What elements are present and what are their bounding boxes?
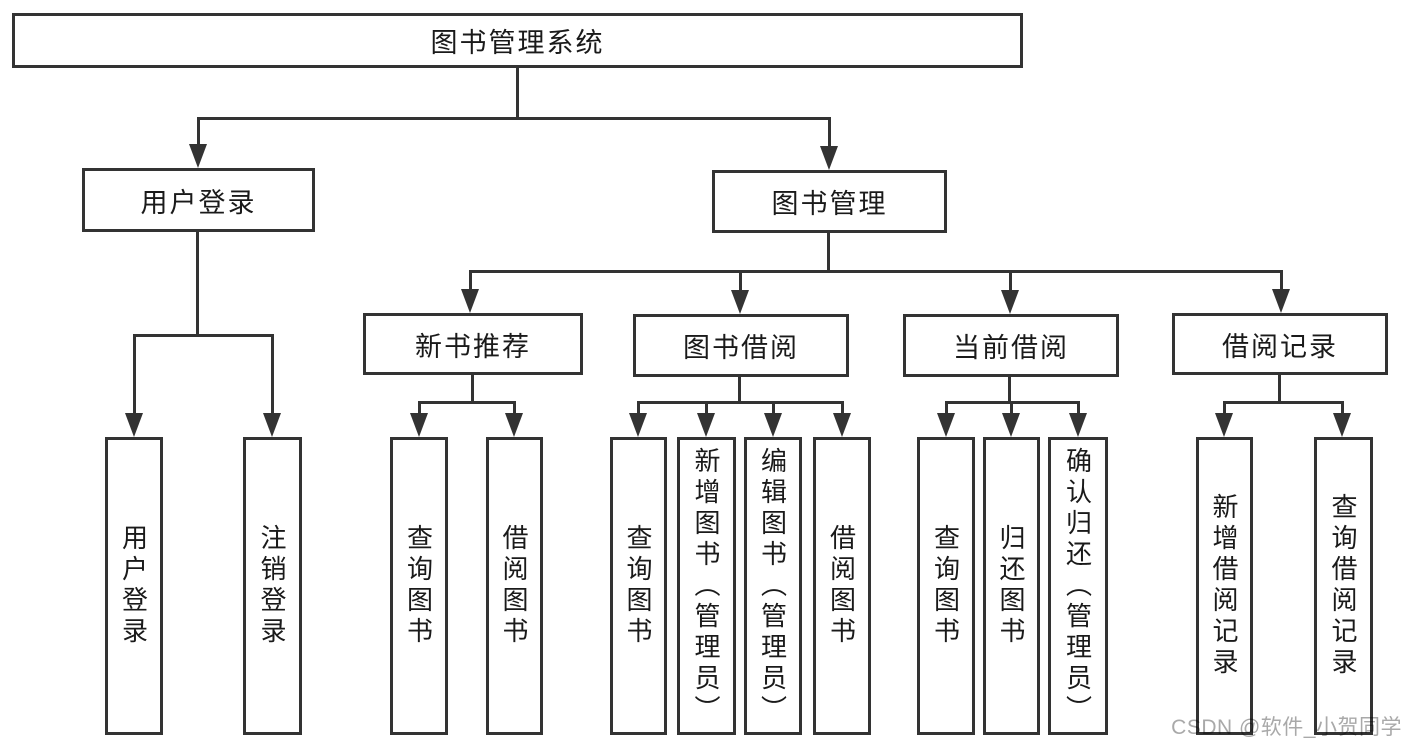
arrow-down-icon [833, 413, 851, 437]
connector-drop-leaf-logout [271, 334, 274, 415]
connector-drop-borrow-query [637, 401, 640, 415]
arrow-down-icon [1069, 413, 1087, 437]
connector-drop-current-return [1010, 401, 1013, 415]
arrow-down-icon [697, 413, 715, 437]
connector-drop-current-confirm [1077, 401, 1080, 415]
connector-root-hline [197, 117, 831, 120]
arrow-down-icon [263, 413, 281, 437]
connector-records-hline [1223, 401, 1343, 404]
arrow-down-icon [1215, 413, 1233, 437]
arrow-down-icon [1272, 289, 1290, 313]
leaf-current-return-books: 归还图书 [983, 437, 1040, 735]
connector-drop-book-borrowing [739, 270, 742, 291]
connector-drop-borrowing-records [1280, 270, 1283, 291]
node-user-login: 用户登录 [82, 168, 315, 232]
connector-records-trunk [1278, 375, 1281, 403]
connector-drop-records-query [1341, 401, 1344, 415]
node-new-book-recommend: 新书推荐 [363, 313, 583, 375]
connector-user-hline [133, 334, 273, 337]
connector-drop-borrow-edit [772, 401, 775, 415]
watermark: CSDN @软件_小贺同学 [1171, 716, 1402, 739]
connector-user-trunk [196, 232, 199, 336]
leaf-logout: 注销登录 [243, 437, 302, 735]
node-book-borrowing: 图书借阅 [633, 314, 849, 377]
arrow-down-icon [189, 144, 207, 168]
leaf-records-add-record: 新增借阅记录 [1196, 437, 1253, 735]
connector-mgmt-hline [469, 270, 1282, 273]
arrow-down-icon [629, 413, 647, 437]
arrow-down-icon [731, 290, 749, 314]
connector-drop-recommend-query [418, 401, 421, 415]
arrow-down-icon [461, 289, 479, 313]
connector-mgmt-trunk [827, 233, 830, 273]
leaf-borrow-query-books: 查询图书 [610, 437, 667, 735]
node-borrowing-records: 借阅记录 [1172, 313, 1388, 375]
arrow-down-icon [410, 413, 428, 437]
leaf-borrow-edit-books-admin: 编辑图书（管理员） [744, 437, 802, 735]
connector-drop-current-query [945, 401, 948, 415]
arrow-down-icon [1001, 290, 1019, 314]
connector-root-trunk [516, 68, 519, 119]
arrow-down-icon [1002, 413, 1020, 437]
arrow-down-icon [937, 413, 955, 437]
arrow-down-icon [125, 413, 143, 437]
leaf-user-login: 用户登录 [105, 437, 163, 735]
connector-drop-records-add [1223, 401, 1226, 415]
connector-recommend-hline [418, 401, 515, 404]
arrow-down-icon [1333, 413, 1351, 437]
connector-drop-user-login [197, 117, 200, 146]
connector-recommend-trunk [471, 375, 474, 404]
connector-drop-book-management [828, 117, 831, 148]
arrow-down-icon [820, 146, 838, 170]
leaf-borrow-add-books-admin: 新增图书（管理员） [677, 437, 736, 735]
connector-drop-current-borrowing [1009, 270, 1012, 291]
leaf-current-confirm-return-admin: 确认归还（管理员） [1048, 437, 1108, 735]
connector-drop-new-book-recommend [469, 270, 472, 291]
arrow-down-icon [764, 413, 782, 437]
node-library-system: 图书管理系统 [12, 13, 1023, 68]
leaf-current-query-books: 查询图书 [917, 437, 975, 735]
connector-drop-borrow-add [705, 401, 708, 415]
leaf-recommend-borrow-books: 借阅图书 [486, 437, 543, 735]
node-book-management: 图书管理 [712, 170, 947, 233]
leaf-recommend-query-books: 查询图书 [390, 437, 448, 735]
arrow-down-icon [505, 413, 523, 437]
connector-drop-leaf-user-login [133, 334, 136, 415]
leaf-records-query-record: 查询借阅记录 [1314, 437, 1373, 735]
connector-drop-recommend-borrow [513, 401, 516, 415]
node-current-borrowing: 当前借阅 [903, 314, 1119, 377]
leaf-borrow-borrow-books: 借阅图书 [813, 437, 871, 735]
connector-borrow-hline [637, 401, 843, 404]
connector-drop-borrow-borrow [841, 401, 844, 415]
connector-borrow-trunk [738, 377, 741, 403]
connector-current-trunk [1008, 377, 1011, 403]
